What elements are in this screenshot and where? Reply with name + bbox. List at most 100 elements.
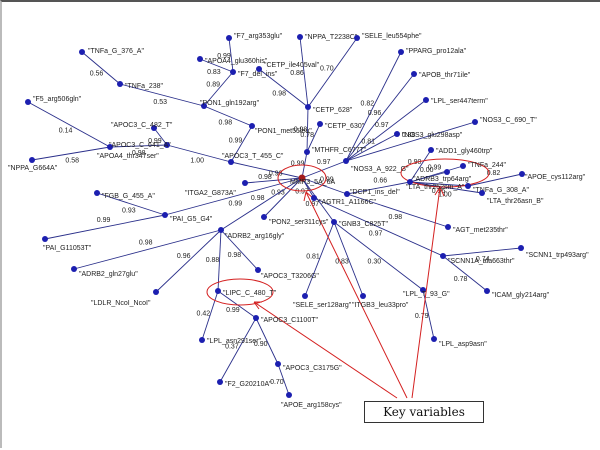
node-lipc_480[interactable] — [215, 288, 221, 294]
node-label-pon1_55: "PON1_met55leu" — [255, 128, 312, 135]
node-icam_214[interactable] — [484, 288, 490, 294]
node-f5_506[interactable] — [25, 99, 31, 105]
edge-weight-label: 0.99 — [291, 161, 305, 168]
node-nos3_298[interactable] — [394, 131, 400, 137]
edge-lta_252-tnfa_308 — [409, 181, 469, 187]
node-lpl_447[interactable] — [423, 97, 429, 103]
node-adrb2_16[interactable] — [218, 227, 224, 233]
node-label-lpl_291: "LPL_asn291ser" — [207, 338, 262, 345]
node-label-nppa_664: "NPPA_G664A" — [8, 165, 58, 172]
node-adrb3_64[interactable] — [444, 169, 450, 175]
node-label-pon2_311: "PON2_ser311cys" — [269, 219, 329, 226]
node-sele_128[interactable] — [302, 293, 308, 299]
node-label-add1_460: "ADD1_gly460trp" — [436, 148, 493, 155]
node-apoc3_482[interactable] — [151, 125, 157, 131]
node-dcp1[interactable] — [344, 191, 350, 197]
node-pon1_55[interactable] — [249, 123, 255, 129]
hub-node[interactable] — [298, 174, 306, 182]
edge-weight-label: 0.74 — [476, 256, 490, 263]
edge-sele_554-cetp_628 — [307, 37, 358, 108]
node-apoc3_3175[interactable] — [275, 361, 281, 367]
node-adrb2_27[interactable] — [71, 266, 77, 272]
edge-weight-label: 0.97 — [375, 122, 389, 129]
node-pai_4g5g[interactable] — [162, 212, 168, 218]
edge-weight-label: 0.96 — [432, 188, 446, 195]
node-cetp_628[interactable] — [305, 104, 311, 110]
node-lpl_291[interactable] — [199, 337, 205, 343]
edge-f7_353-f7_del — [228, 37, 234, 73]
node-apoc3_641[interactable] — [164, 142, 170, 148]
node-f7_del[interactable] — [230, 69, 236, 75]
edge-nppa_2238-cetp_628 — [299, 36, 309, 108]
node-apoa4_347[interactable] — [107, 144, 113, 150]
edge-weight-label: 1.00 — [438, 191, 452, 198]
edge-gnb3_825-lpl_t93g — [333, 221, 424, 291]
node-label-lipc_480: "LIPC_C_480_T" — [223, 290, 277, 297]
node-pon2_311[interactable] — [261, 214, 267, 220]
node-itga2_873[interactable] — [242, 180, 248, 186]
node-cetp_630[interactable] — [317, 121, 323, 127]
edge-apob_71-nos3_922 — [345, 73, 415, 162]
node-label-scnn1_493: "SCNN1_trp493arg" — [526, 252, 589, 259]
edge-weight-label: 0.56 — [90, 70, 104, 77]
node-label-itgb3_33: "ITGB3_leu33pro" — [352, 302, 409, 309]
node-label-cetp_630: "CETP_630" — [325, 123, 365, 130]
node-itgb3_33[interactable] — [360, 293, 366, 299]
edge-weight-label: 0.98 — [251, 195, 265, 202]
edge-weight-label: 0.00 — [420, 167, 434, 174]
node-mthfr_677[interactable] — [304, 149, 310, 155]
node-tnfa_244[interactable] — [460, 163, 466, 169]
node-apoc3_3206[interactable] — [255, 267, 261, 273]
node-apob_71[interactable] — [411, 71, 417, 77]
node-tnfa_376[interactable] — [79, 49, 85, 55]
node-nppa_664[interactable] — [29, 157, 35, 163]
node-add1_460[interactable] — [428, 147, 434, 153]
node-label-fgb_455: "FGB_G_455_A" — [102, 193, 155, 200]
edge-weight-label: 0.88 — [206, 257, 220, 264]
edge-weight-label: 0.99 — [428, 164, 442, 171]
node-agtr1_1166[interactable] — [311, 195, 317, 201]
node-apoe_158[interactable] — [286, 392, 292, 398]
node-nos3_922[interactable] — [343, 158, 349, 164]
node-tnfa_308[interactable] — [465, 183, 471, 189]
node-lta_252[interactable] — [407, 179, 413, 185]
adrb3-callout-ellipse — [400, 158, 490, 188]
node-label-apoc3_482: "APOC3_C_482_T" — [111, 122, 173, 129]
node-tnfa_238[interactable] — [117, 81, 123, 87]
node-label-f5_506: "F5_arg506gln" — [33, 96, 82, 103]
node-label-agt_235: "AGT_met235thr" — [453, 227, 508, 234]
node-pparg_12[interactable] — [398, 49, 404, 55]
node-apoe_112[interactable] — [519, 171, 525, 177]
edge-weight-label: 0.97 — [317, 159, 331, 166]
node-nos3_690[interactable] — [472, 119, 478, 125]
node-sele_554[interactable] — [354, 35, 360, 41]
node-label-adrb3_64: "ADRB3_trp64arg" — [413, 176, 472, 183]
node-fgb_455[interactable] — [94, 190, 100, 196]
node-nppa_2238[interactable] — [297, 34, 303, 40]
node-scnn1_493[interactable] — [518, 245, 524, 251]
node-label-icam_214: "ICAM_gly214arg" — [492, 292, 550, 299]
node-lpl_9[interactable] — [431, 336, 437, 342]
node-gnb3_825[interactable] — [331, 219, 337, 225]
node-apoc3_455[interactable] — [228, 159, 234, 165]
edge-weight-label: 0.78 — [454, 276, 468, 283]
node-pon1_192[interactable] — [201, 103, 207, 109]
node-f7_353[interactable] — [226, 35, 232, 41]
node-pai_11053[interactable] — [42, 236, 48, 242]
edge-weight-label: 0.99 — [217, 53, 231, 60]
edge-apoc3_455-hub — [230, 161, 303, 179]
node-ldlr[interactable] — [153, 289, 159, 295]
node-apoa4_360[interactable] — [197, 56, 203, 62]
edge-weight-label: 0.96 — [368, 110, 382, 117]
node-label-tnfa_376: "TNFa_G_376_A" — [88, 48, 144, 55]
node-lta_26[interactable] — [479, 190, 485, 196]
node-cetp_405[interactable] — [256, 66, 262, 72]
node-label-sele_554: "SELE_leu554phe" — [362, 33, 422, 40]
node-scnn1a[interactable] — [440, 253, 446, 259]
node-apoc3_1100[interactable] — [253, 315, 259, 321]
node-lpl_t93g[interactable] — [420, 287, 426, 293]
edge-cetp_628-mthfr_677 — [306, 106, 309, 153]
node-agt_235[interactable] — [445, 224, 451, 230]
node-f2_20210[interactable] — [217, 379, 223, 385]
edge-gnb3_825-sele_128 — [304, 221, 335, 297]
